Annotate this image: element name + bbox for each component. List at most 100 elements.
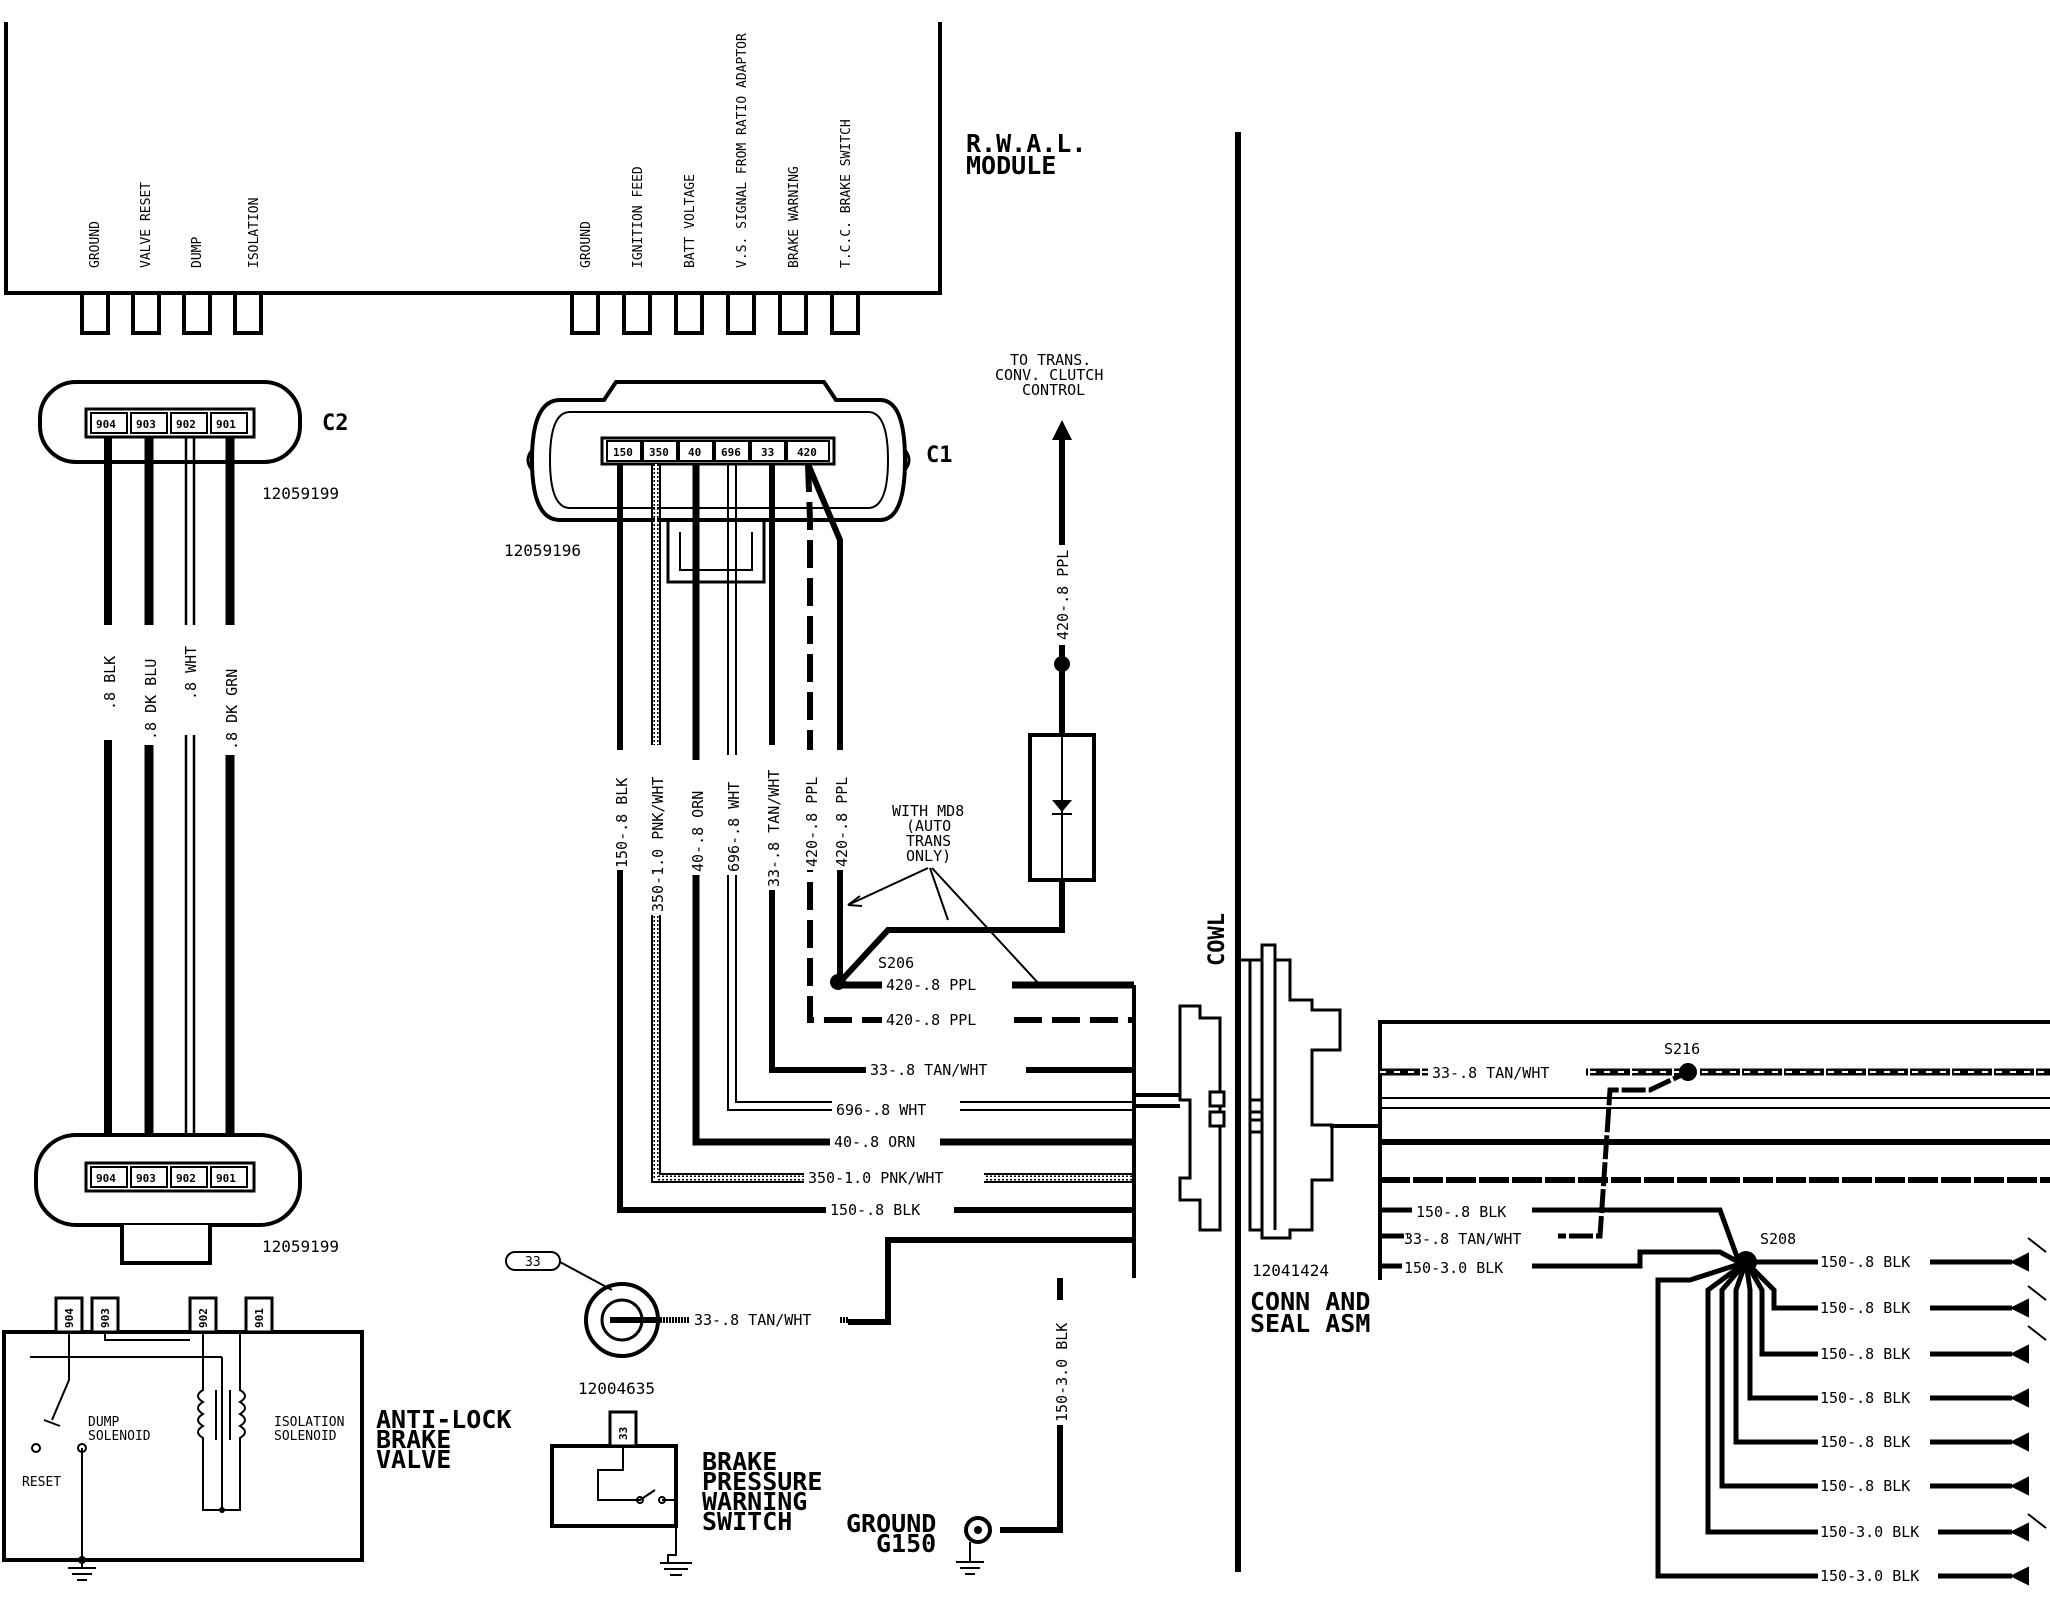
module-pin-label: ISOLATION [247, 198, 262, 268]
module-pin-label: DUMP [190, 237, 205, 268]
wire-label: 40-.8 ORN [834, 1133, 915, 1151]
c2-wire-label: .8 DK GRN [223, 669, 241, 750]
conn-title: CONN AND [1250, 1287, 1370, 1316]
c2-pin: 903 [136, 418, 156, 431]
c1-wire-label: 33-.8 TAN/WHT [765, 770, 783, 887]
c2-pin: 902 [176, 1172, 196, 1185]
valve-iso-label: SOLENOID [274, 1429, 337, 1444]
c2-wire-label: .8 BLK [101, 656, 119, 710]
trans-wire-label: 420-.8 PPL [1054, 550, 1072, 640]
c2-connector-bottom: 904 903 902 901 12059199 [34, 1133, 339, 1265]
trans-label: CONV. CLUTCH [995, 366, 1103, 384]
branch-label: 150-3.0 BLK [1820, 1567, 1919, 1585]
c2-pin: 903 [136, 1172, 156, 1185]
module-pin-label: V.S. SIGNAL FROM RATIO ADAPTOR [735, 33, 750, 268]
sensor-part-number: 12004635 [578, 1379, 655, 1398]
module-title: R.W.A.L. [966, 129, 1086, 158]
brake-pressure-warning-switch: 33 BRAKE PRESSURE WARNING SWITCH [550, 1410, 822, 1576]
wire-label: 150-.8 BLK [830, 1201, 920, 1219]
branch-label: 150-.8 BLK [1820, 1253, 1910, 1271]
splice-label: S208 [1760, 1230, 1796, 1248]
ground-label: GROUND [846, 1509, 936, 1538]
c1-pin: 350 [649, 446, 669, 459]
module-pin-label: T.C.C. BRAKE SWITCH [839, 119, 854, 268]
wire-label: 33-.8 TAN/WHT [870, 1061, 987, 1079]
right-wire-label: 150-.8 BLK [1416, 1203, 1506, 1221]
md8-label: WITH MD8 [892, 802, 964, 820]
module-pin-label: GROUND [88, 221, 103, 268]
branch-label: 150-.8 BLK [1820, 1477, 1910, 1495]
md8-label: (AUTO [906, 817, 951, 835]
c1-pin: 696 [721, 446, 741, 459]
wire-label: 696-.8 WHT [836, 1101, 926, 1119]
c2-wire-label: .8 WHT [182, 646, 200, 700]
valve-iso-label: ISOLATION [274, 1415, 344, 1430]
anti-lock-brake-valve: 904 903 902 901 DUMP SOLENOID ISOLATION … [2, 1296, 511, 1581]
right-wire-label: 33-.8 TAN/WHT [1432, 1064, 1549, 1082]
c1-wire-label: 420-.8 PPL [803, 777, 821, 867]
trans-converter-feed: TO TRANS. CONV. CLUTCH CONTROL 420-.8 PP… [837, 351, 1103, 985]
c2-pin: 904 [96, 418, 116, 431]
module-pin-label: BATT VOLTAGE [683, 174, 698, 268]
c1-pin: 150 [613, 446, 633, 459]
branch-label: 150-.8 BLK [1820, 1389, 1910, 1407]
module-pin-label: VALVE RESET [139, 182, 154, 268]
c1-wire-label: 40-.8 ORN [689, 791, 707, 872]
md8-note: WITH MD8 (AUTO TRANS ONLY) [847, 802, 1041, 986]
sensor-tag: 33 [525, 1255, 541, 1270]
c2-wire-label: .8 DK BLU [142, 659, 160, 740]
module-title: MODULE [966, 151, 1056, 180]
md8-label: TRANS [906, 832, 951, 850]
c2-connector: 904 903 902 901 C2 12059199 [38, 380, 349, 503]
splice-label: S216 [1664, 1040, 1700, 1058]
branch-label: 150-.8 BLK [1820, 1299, 1910, 1317]
c1-label: C1 [926, 443, 953, 468]
c2-pin: 901 [216, 1172, 236, 1185]
c1-wire-label: 696-.8 WHT [725, 782, 743, 872]
c1-part-number: 12059196 [504, 541, 581, 560]
c1-wire-label: 420-.8 PPL [833, 777, 851, 867]
valve-dump-label: DUMP [88, 1415, 119, 1430]
branch-label: 150-3.0 BLK [1820, 1523, 1919, 1541]
speed-sensor: 33 12004635 33-.8 TAN/WHT [505, 1251, 848, 1398]
c1-pin: 420 [797, 446, 817, 459]
right-wire-label: 33-.8 TAN/WHT [1404, 1230, 1521, 1248]
switch-title: WARNING [702, 1487, 807, 1516]
trans-label: CONTROL [1022, 381, 1085, 399]
wire-label: 420-.8 PPL [886, 1011, 976, 1029]
switch-title: PRESSURE [702, 1467, 822, 1496]
ground-wire-label: 150-3.0 BLK [1053, 1323, 1071, 1422]
valve-pin: 902 [197, 1308, 210, 1328]
c1-pin: 40 [688, 446, 701, 459]
trans-label: TO TRANS. [1010, 351, 1091, 369]
cowl-label: COWL [1205, 913, 1230, 966]
sensor-wire-label: 33-.8 TAN/WHT [694, 1311, 811, 1329]
valve-reset-label: RESET [22, 1475, 61, 1490]
c2-part-number: 12059199 [262, 484, 339, 503]
valve-pin: 904 [63, 1308, 76, 1328]
splice-label: S206 [878, 954, 914, 972]
c2-wires [104, 437, 235, 1158]
branch-terminals [2009, 1237, 2047, 1586]
switch-pin: 33 [617, 1427, 630, 1440]
ground-g150: 150-3.0 BLK GROUND G150 [846, 1278, 1072, 1575]
conn-seal-asm [1178, 943, 1342, 1240]
switch-title: BRAKE [702, 1447, 777, 1476]
c2-pin: 902 [176, 418, 196, 431]
module-pin-label: GROUND [579, 221, 594, 268]
right-wire-label: 150-3.0 BLK [1404, 1259, 1503, 1277]
c2-part-number: 12059199 [262, 1237, 339, 1256]
valve-dump-label: SOLENOID [88, 1429, 151, 1444]
conn-part-number: 12041424 [1252, 1261, 1329, 1280]
module-pin-label: IGNITION FEED [631, 166, 646, 268]
valve-title: BRAKE [376, 1425, 451, 1454]
wire-label: 350-1.0 PNK/WHT [808, 1169, 943, 1187]
switch-title: SWITCH [702, 1507, 792, 1536]
c2-pin: 904 [96, 1172, 116, 1185]
ground-label: G150 [876, 1529, 936, 1558]
c2-pin: 901 [216, 418, 236, 431]
md8-label: ONLY) [906, 847, 951, 865]
c1-wire-label: 350-1.0 PNK/WHT [649, 777, 667, 912]
valve-pin: 903 [99, 1308, 112, 1328]
